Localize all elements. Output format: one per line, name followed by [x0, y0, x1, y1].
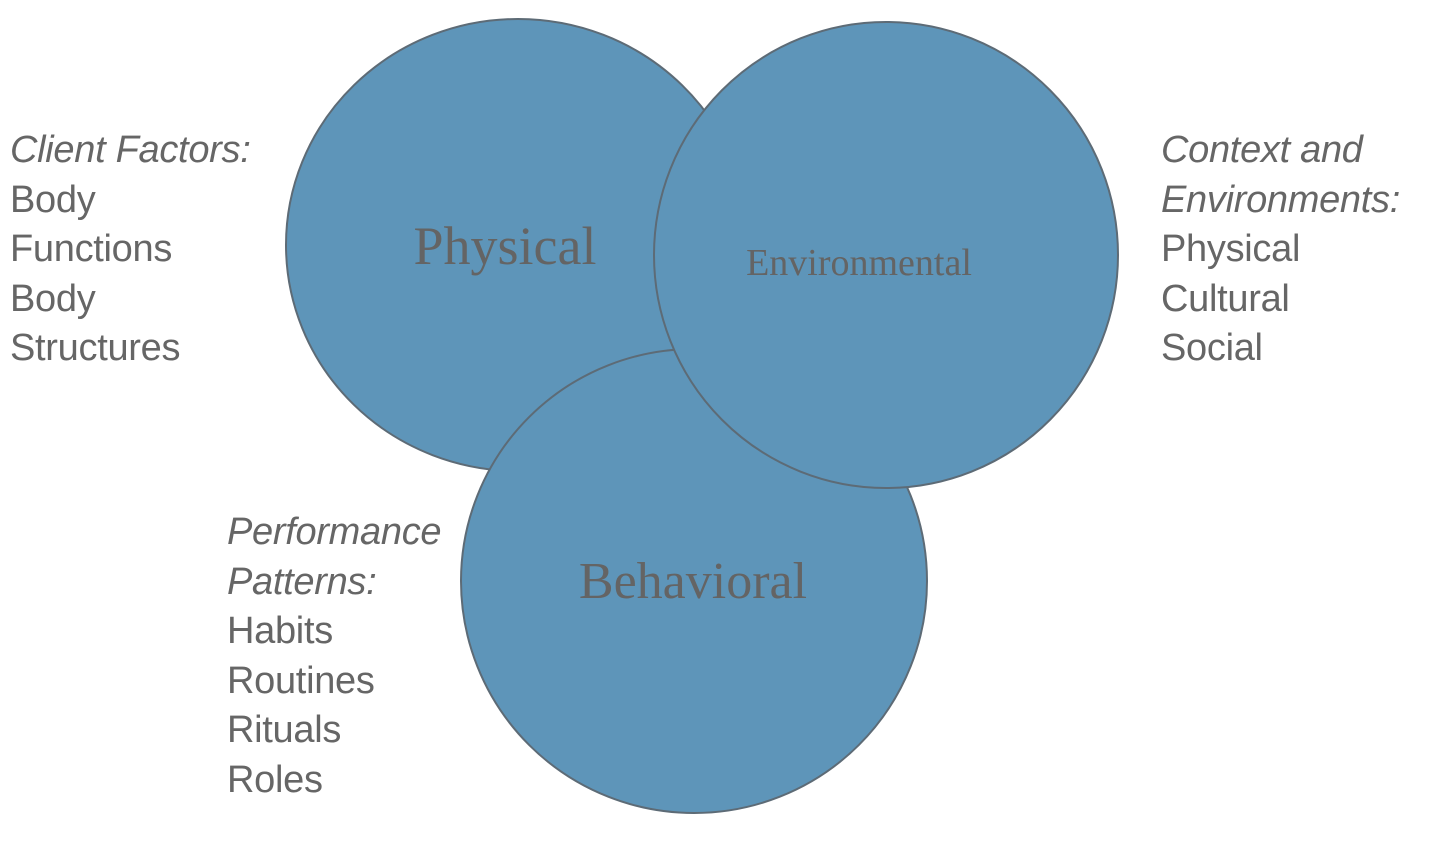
environmental-label: Environmental	[746, 242, 972, 284]
performance-patterns-list: Performance Patterns: Habits Routines Ri…	[227, 508, 442, 805]
client-factors-heading: Client Factors:	[10, 129, 251, 171]
performance-patterns-heading: Patterns:	[227, 560, 377, 603]
context-environments-item: Cultural	[1161, 277, 1290, 320]
behavioral-label: Behavioral	[579, 553, 807, 610]
context-environments-heading: Environments:	[1161, 178, 1400, 221]
performance-patterns-item: Routines	[227, 659, 375, 702]
client-factors-item: Structures	[10, 327, 181, 369]
client-factors-item: Body	[10, 178, 96, 221]
client-factors-item: Body	[10, 277, 96, 320]
physical-label: Physical	[414, 216, 597, 276]
environmental-circle	[653, 21, 1119, 489]
client-factors-list: Client Factors: Body Functions Body Stru…	[10, 126, 251, 374]
client-factors-item: Functions	[10, 228, 173, 270]
context-environments-item: Social	[1161, 327, 1263, 369]
performance-patterns-item: Rituals	[227, 709, 342, 751]
performance-patterns-heading: Performance	[227, 511, 442, 553]
context-environments-item: Physical	[1161, 228, 1301, 270]
context-environments-heading: Context and	[1161, 129, 1363, 171]
performance-patterns-item: Roles	[227, 758, 323, 801]
context-environments-list: Context and Environments: Physical Cultu…	[1161, 126, 1400, 374]
performance-patterns-item: Habits	[227, 610, 333, 652]
